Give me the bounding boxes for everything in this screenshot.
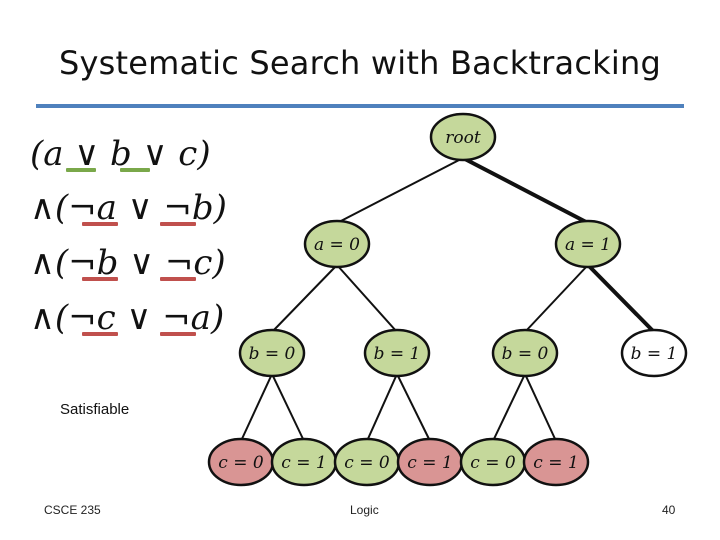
- tree-node-label: b = 1: [374, 344, 421, 364]
- tree-node-label: c = 0: [218, 453, 264, 473]
- tree-node-c0_3: c = 0: [459, 437, 527, 487]
- tree-edge-a1-b1_r: [586, 263, 656, 334]
- tree-edge-b1_l-c0_2: [366, 373, 398, 442]
- tree-node-label: c = 1: [407, 453, 452, 473]
- tree-node-label: a = 0: [314, 235, 360, 255]
- tree-node-root: root: [429, 112, 497, 162]
- literal-underline: [82, 277, 118, 281]
- footer-course: CSCE 235: [44, 503, 101, 517]
- literal-underline: [120, 168, 150, 172]
- tree-edge-b0_r-c0_3: [492, 373, 526, 442]
- tree-node-b0_l: b = 0: [238, 328, 306, 378]
- satisfiable-label: Satisfiable: [60, 401, 130, 418]
- tree-node-c1_3: c = 1: [522, 437, 590, 487]
- literal-underline: [82, 222, 118, 226]
- literal-underline: [160, 277, 196, 281]
- tree-node-label: b = 0: [502, 344, 549, 364]
- tree-node-b0_r: b = 0: [491, 328, 559, 378]
- tree-node-a1: a = 1: [554, 219, 622, 269]
- tree-node-b1_l: b = 1: [363, 328, 431, 378]
- tree-node-label: c = 1: [533, 453, 578, 473]
- formula-clause-1: (a ∨ b ∨ c): [30, 134, 211, 174]
- literal-underline: [82, 332, 118, 336]
- tree-node-label: c = 0: [344, 453, 390, 473]
- tree-node-label: c = 1: [281, 453, 326, 473]
- tree-node-label: c = 0: [470, 453, 516, 473]
- tree-node-label: root: [445, 128, 481, 148]
- title-divider: [36, 104, 684, 108]
- tree-edge-root-a1: [462, 156, 589, 225]
- tree-edge-b1_l-c1_2: [396, 373, 431, 442]
- tree-node-label: b = 1: [631, 344, 678, 364]
- tree-edge-a0-b1_l: [336, 264, 398, 333]
- literal-underline: [160, 332, 196, 336]
- footer-page-number: 40: [662, 503, 676, 517]
- tree-node-c1_1: c = 1: [270, 437, 338, 487]
- tree-node-label: b = 0: [249, 344, 296, 364]
- formula-clause-4: ∧(¬c ∨ ¬a): [30, 298, 225, 338]
- tree-node-c0_1: c = 0: [207, 437, 275, 487]
- tree-edge-root-a0: [336, 157, 464, 224]
- tree-node-a0: a = 0: [303, 219, 371, 269]
- literal-underline: [160, 222, 196, 226]
- tree-edge-a0-b0_l: [271, 264, 338, 333]
- footer-topic: Logic: [350, 503, 379, 517]
- tree-node-c1_2: c = 1: [396, 437, 464, 487]
- tree-edge-b0_r-c1_3: [524, 373, 557, 442]
- formula-clause-2: ∧(¬a ∨ ¬b): [30, 188, 227, 228]
- formula-clause-3: ∧(¬b ∨ ¬c): [30, 243, 226, 283]
- tree-edge-a1-b0_r: [524, 264, 589, 333]
- literal-underline: [66, 168, 96, 172]
- tree-node-b1_r: b = 1: [620, 328, 688, 378]
- tree-node-label: a = 1: [565, 235, 611, 255]
- tree-edge-b0_l-c1_1: [271, 373, 305, 442]
- slide-title: Systematic Search with Backtracking: [59, 44, 661, 82]
- tree-node-c0_2: c = 0: [333, 437, 401, 487]
- tree-edge-b0_l-c0_1: [240, 373, 273, 442]
